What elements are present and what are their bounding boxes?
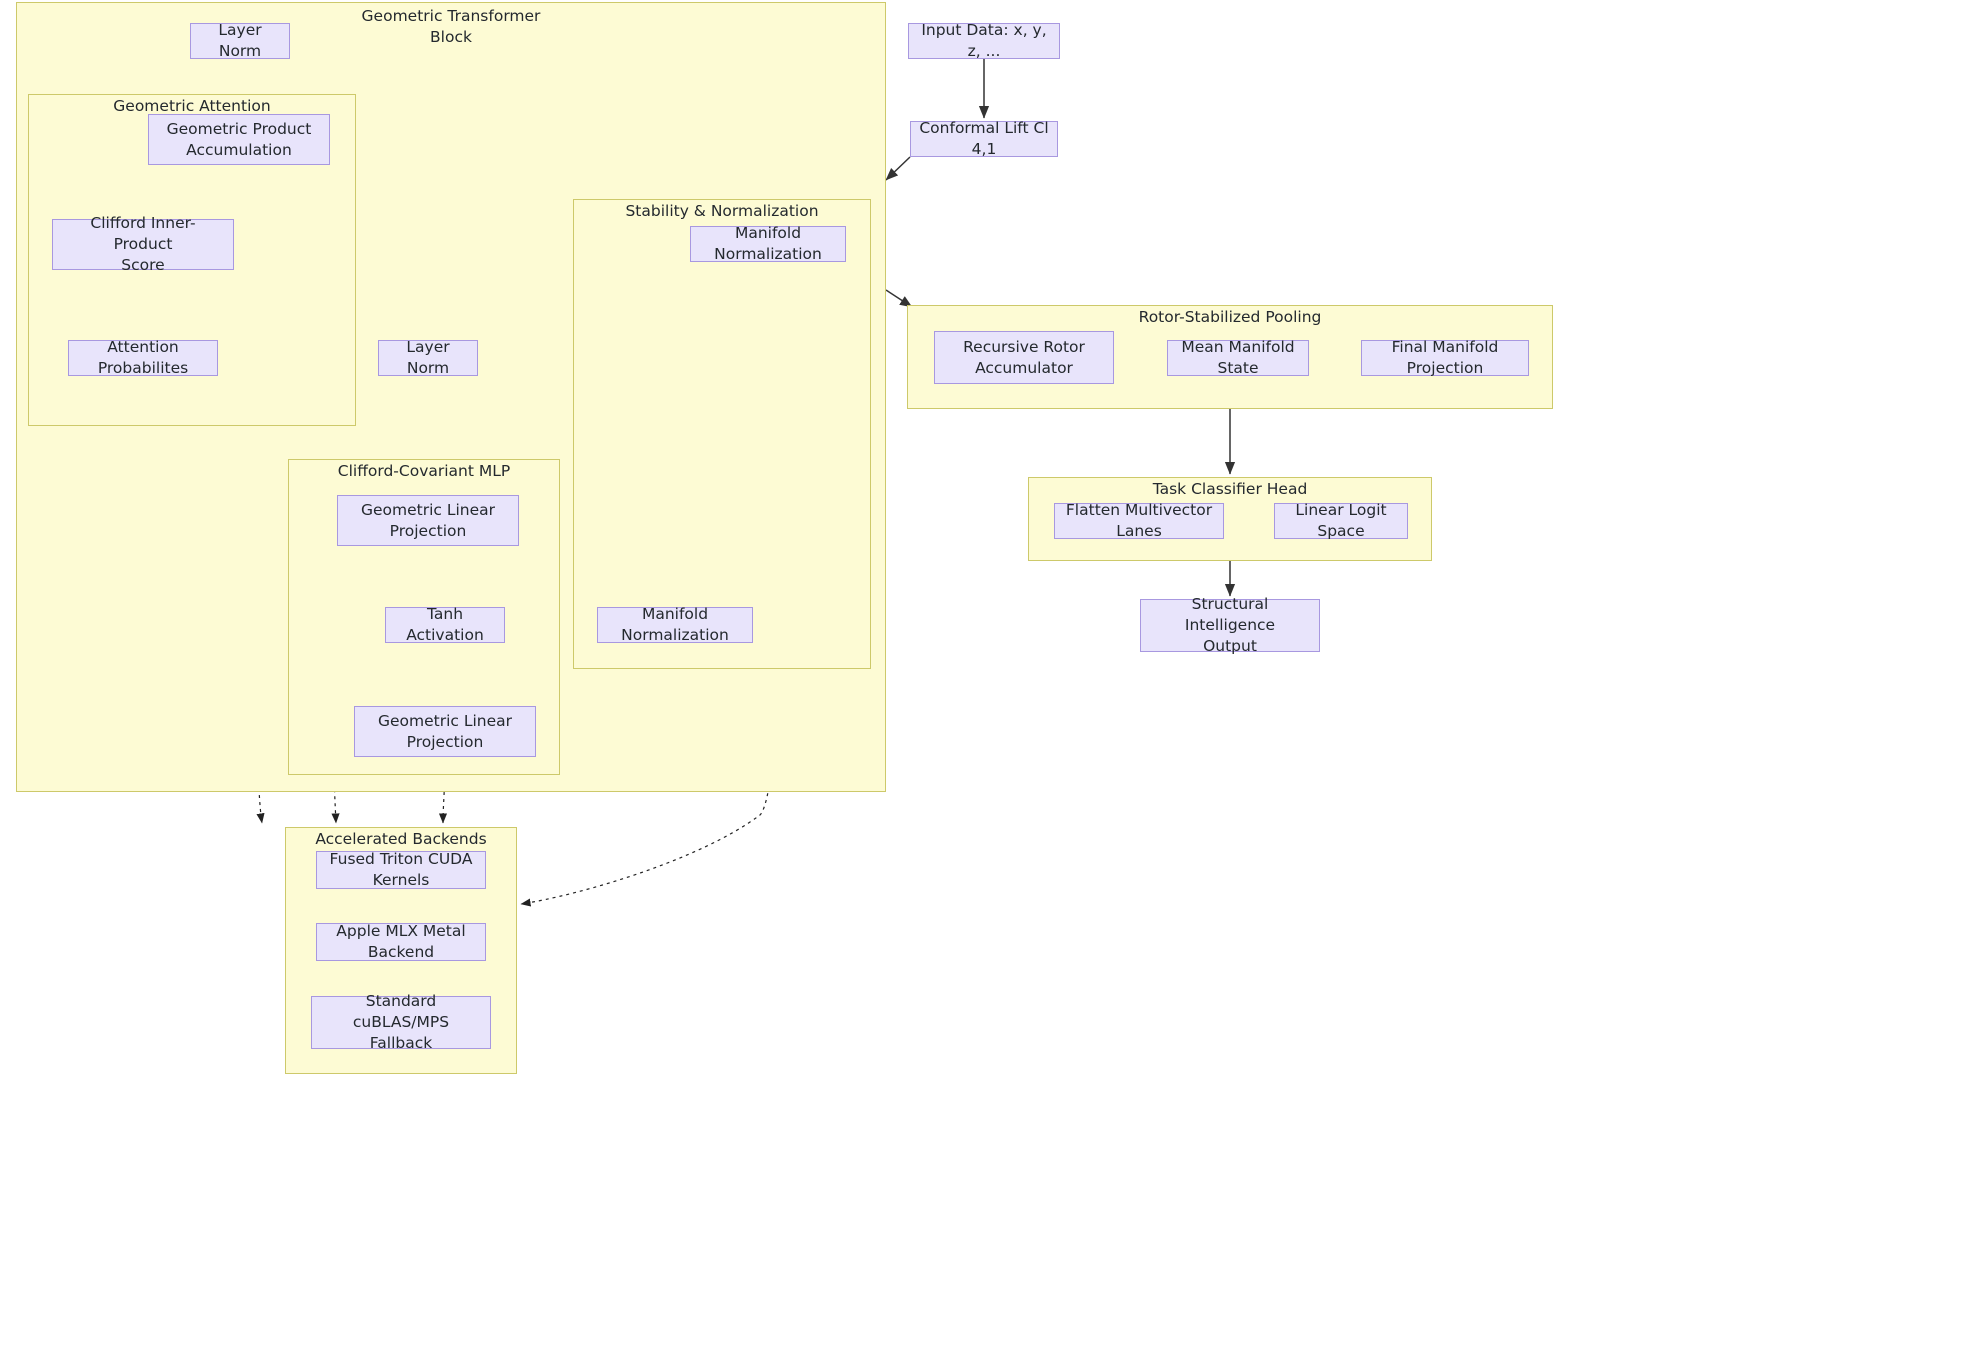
node-tanh-activation[interactable]: Tanh Activation (385, 605, 505, 644)
node-flatten-multivector-lanes[interactable]: Flatten Multivector Lanes (1054, 501, 1224, 540)
cluster-label-clifford-covariant-mlp: Clifford-Covariant MLP (337, 462, 511, 480)
node-geometric-linear-projection-2[interactable]: Geometric Linear Projection (354, 706, 536, 757)
cluster-label-stability-normalization: Stability & Normalization (625, 202, 819, 220)
edge-conformal-to-block (885, 156, 911, 181)
cluster-label-geometric-transformer-block: Geometric Transformer Block (361, 7, 541, 46)
node-layer-norm-mid[interactable]: Layer Norm (378, 338, 478, 377)
node-mean-manifold-state[interactable]: Mean Manifold State (1167, 338, 1309, 377)
node-recursive-rotor-accumulator[interactable]: Recursive Rotor Accumulator (934, 331, 1114, 384)
node-standard-cublas-mps-fallback[interactable]: Standard cuBLAS/MPS Fallback (311, 992, 491, 1052)
node-manifold-normalization-bottom[interactable]: Manifold Normalization (597, 605, 753, 644)
node-clifford-inner-product-score[interactable]: Clifford Inner-Product Score (52, 214, 234, 274)
cluster-stability-normalization (573, 199, 871, 669)
node-linear-logit-space[interactable]: Linear Logit Space (1274, 501, 1408, 540)
node-layer-norm-top[interactable]: Layer Norm (190, 21, 290, 60)
node-structural-intelligence-output[interactable]: Structural Intelligence Output (1140, 595, 1320, 655)
cluster-label-accelerated-backends: Accelerated Backends (315, 830, 487, 848)
node-geometric-product-accumulation[interactable]: Geometric Product Accumulation (148, 114, 330, 165)
node-manifold-normalization-top[interactable]: Manifold Normalization (690, 224, 846, 263)
node-apple-mlx-metal-backend[interactable]: Apple MLX Metal Backend (316, 922, 486, 961)
cluster-label-task-classifier-head: Task Classifier Head (1152, 480, 1308, 498)
node-conformal-lift[interactable]: Conformal Lift Cl 4,1 (910, 119, 1058, 158)
cluster-label-rotor-stabilized-pooling: Rotor-Stabilized Pooling (1138, 308, 1322, 326)
node-input-data[interactable]: Input Data: x, y, z, ... (908, 21, 1060, 60)
node-fused-triton-cuda-kernels[interactable]: Fused Triton CUDA Kernels (316, 850, 486, 889)
node-geometric-linear-projection-1[interactable]: Geometric Linear Projection (337, 495, 519, 546)
node-final-manifold-projection[interactable]: Final Manifold Projection (1361, 338, 1529, 377)
cluster-label-geometric-attention: Geometric Attention (113, 97, 271, 115)
node-attention-probabilites[interactable]: Attention Probabilites (68, 338, 218, 377)
